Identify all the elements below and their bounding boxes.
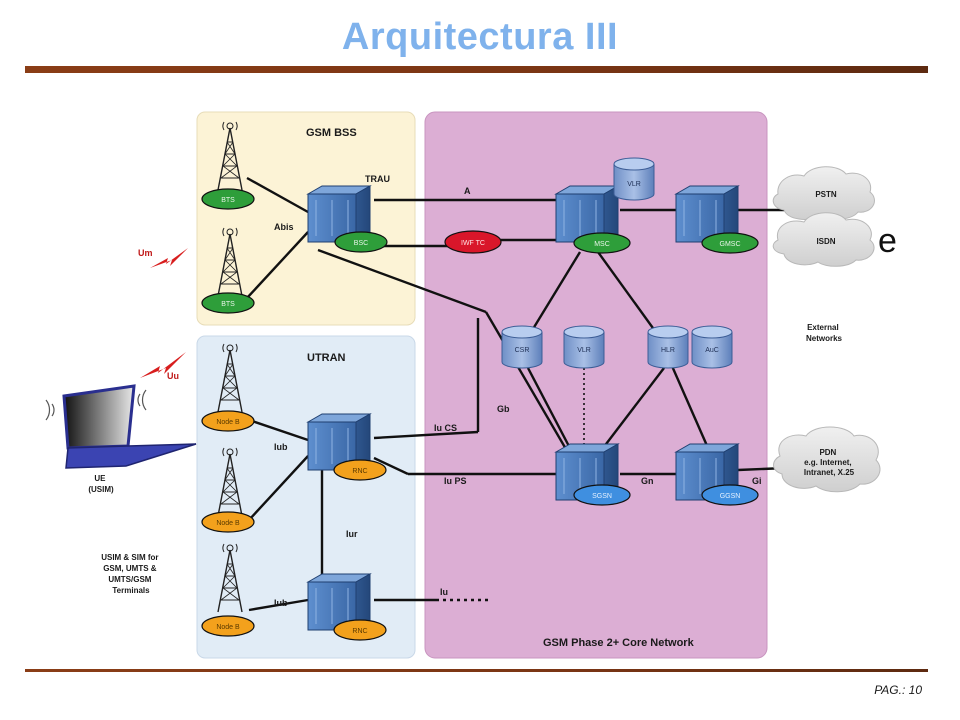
gsm-bss-title: GSM BSS xyxy=(306,127,357,139)
iu-ps-label: Iu PS xyxy=(444,476,467,486)
uu-label: Uu xyxy=(167,371,179,381)
ggsn-badge: GGSN xyxy=(701,484,759,506)
pstn-cloud-icon xyxy=(772,166,875,220)
um-label: Um xyxy=(138,248,153,258)
svg-text:GMSC: GMSC xyxy=(720,241,741,248)
vlr-top-database-icon xyxy=(613,157,655,201)
iu-cs-label: Iu CS xyxy=(434,423,457,433)
svg-text:RNC: RNC xyxy=(352,628,367,635)
isdn-label: ISDN xyxy=(816,237,835,246)
svg-text:Node B: Node B xyxy=(216,624,240,631)
svg-text:RNC: RNC xyxy=(352,468,367,475)
isdn-cloud-icon xyxy=(772,212,875,267)
nodeb-badge-2: Node B xyxy=(201,511,255,533)
stray-character: e xyxy=(878,222,897,260)
pstn-label: PSTN xyxy=(815,190,837,199)
ue-label: UE (USIM) xyxy=(88,474,114,494)
gmsc-badge: GMSC xyxy=(701,232,759,254)
trau-label: TRAU xyxy=(365,174,390,184)
core-network-region xyxy=(424,111,768,659)
vlr-label: VLR xyxy=(577,347,591,354)
svg-text:BSC: BSC xyxy=(354,240,368,247)
slide-title: Arquitectura III xyxy=(341,16,619,58)
sim-note: USIM & SIM for GSM, UMTS & UMTS/GSM Term… xyxy=(101,553,161,595)
uu-radio-icon xyxy=(140,352,186,378)
gn-label: Gn xyxy=(641,476,654,486)
laptop-ue-icon xyxy=(45,384,197,469)
rnc-badge-2: RNC xyxy=(333,619,387,641)
svg-text:BTS: BTS xyxy=(221,197,235,204)
hlr-label: HLR xyxy=(661,347,675,354)
sgsn-badge: SGSN xyxy=(573,484,631,506)
svg-text:Node B: Node B xyxy=(216,520,240,527)
svg-text:SGSN: SGSN xyxy=(592,493,612,500)
gi-label: Gi xyxy=(752,476,762,486)
bottom-divider xyxy=(25,669,928,672)
abis-label: Abis xyxy=(274,222,294,232)
auc-label: AuC xyxy=(705,347,719,354)
msc-badge: MSC xyxy=(573,232,631,254)
external-networks-label: External Networks xyxy=(806,323,843,343)
nodeb-badge-1: Node B xyxy=(201,410,255,432)
utran-title: UTRAN xyxy=(307,352,346,364)
vlr-top-label: VLR xyxy=(627,181,641,188)
gb-label: Gb xyxy=(497,404,510,414)
iub-1-label: Iub xyxy=(274,442,288,452)
svg-text:GGSN: GGSN xyxy=(720,493,741,500)
svg-text:Node B: Node B xyxy=(216,419,240,426)
gsm-bss-region xyxy=(196,111,416,326)
csr-label: CSR xyxy=(515,347,530,354)
bsc-badge: BSC xyxy=(334,231,388,253)
a-interface-label: A xyxy=(464,186,471,196)
bts-badge-1: BTS xyxy=(201,188,255,210)
bts-badge-2: BTS xyxy=(201,292,255,314)
nodeb-badge-3: Node B xyxy=(201,615,255,637)
rnc-badge-1: RNC xyxy=(333,459,387,481)
um-radio-icon xyxy=(150,248,188,268)
connection-lines xyxy=(246,176,787,612)
svg-text:MSC: MSC xyxy=(594,241,610,248)
iu-label: Iu xyxy=(440,587,448,597)
iwf-tc-badge: IWF TC xyxy=(444,230,502,254)
pdn-label: PDN e.g. Internet, Intranet, X.25 xyxy=(804,448,855,477)
page-number: PAG.: 10 xyxy=(874,683,922,697)
top-divider xyxy=(25,66,928,73)
svg-text:BTS: BTS xyxy=(221,301,235,308)
iur-label: Iur xyxy=(346,529,358,539)
core-network-title: GSM Phase 2+ Core Network xyxy=(543,637,695,649)
svg-text:IWF TC: IWF TC xyxy=(461,240,485,247)
iub-2-label: Iub xyxy=(274,598,288,608)
pdn-cloud-icon xyxy=(773,426,881,493)
